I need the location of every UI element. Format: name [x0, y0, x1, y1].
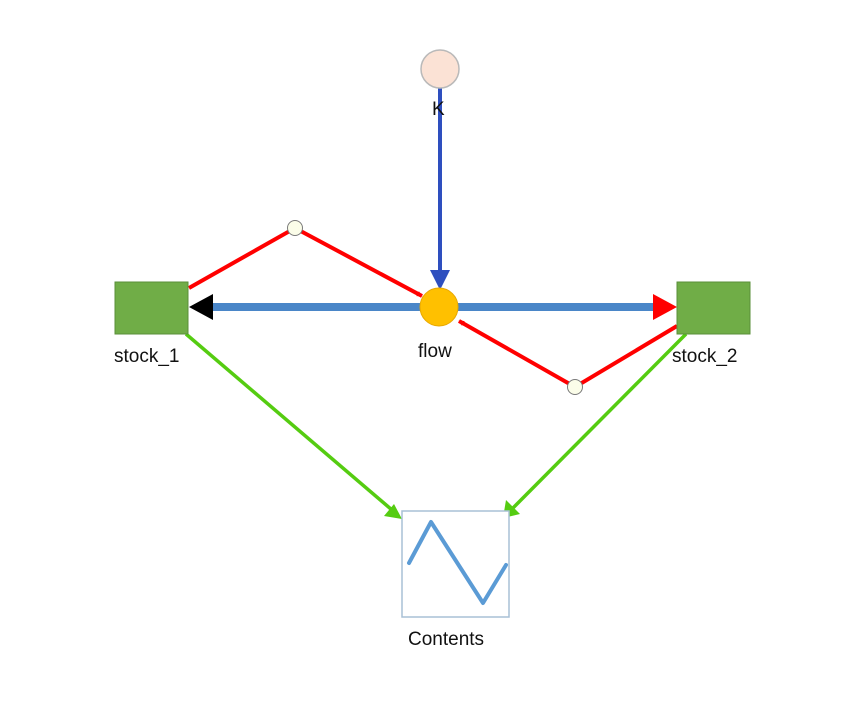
k-parameter-node[interactable]	[420, 49, 460, 89]
feedback-link-handle-right[interactable]	[567, 379, 583, 395]
output-link-arrowhead-left	[384, 504, 402, 519]
output-link-line-right	[510, 332, 688, 511]
inflow-arrowhead	[653, 294, 677, 320]
contents-graph-node[interactable]	[401, 510, 510, 618]
flow-pipe-to-stock-1[interactable]	[189, 294, 420, 320]
graph-frame	[401, 510, 510, 618]
feedback-link-stock-1-to-flow[interactable]	[188, 220, 423, 298]
output-link-line-left	[184, 332, 394, 512]
flow-valve-node[interactable]	[419, 287, 459, 327]
feedback-link-line-left	[188, 225, 423, 298]
parameter-link-k-to-flow[interactable]	[430, 88, 450, 290]
wave-line-icon	[407, 520, 508, 605]
stock-2-node[interactable]	[676, 281, 751, 335]
outflow-arrowhead	[189, 294, 213, 320]
output-link-stock-1-to-contents[interactable]	[184, 332, 402, 519]
contents-label: Contents	[408, 629, 485, 650]
stock-1-node[interactable]	[114, 281, 189, 335]
flow-label: flow	[418, 341, 452, 362]
flow-pipe-to-stock-2[interactable]	[458, 294, 677, 320]
stock-2-label: stock_2	[672, 346, 738, 367]
k-label: K	[432, 99, 445, 120]
stock-1-label: stock_1	[114, 346, 180, 367]
feedback-link-handle-left[interactable]	[287, 220, 303, 236]
feedback-link-stock-2-to-flow[interactable]	[458, 319, 679, 395]
parameter-link-arrowhead	[430, 270, 450, 290]
